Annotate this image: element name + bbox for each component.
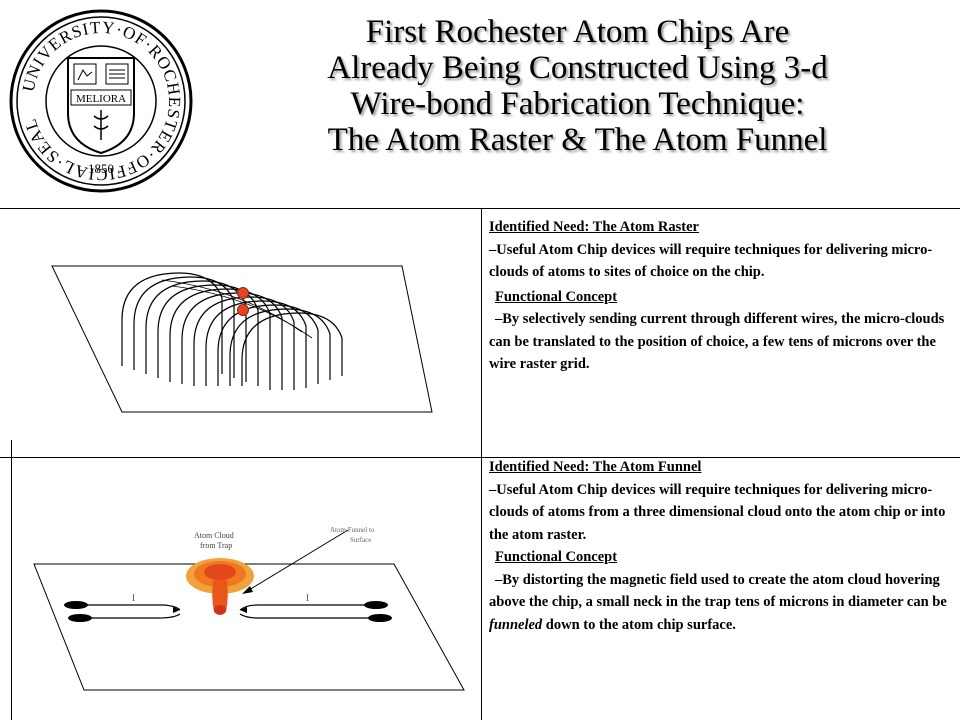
seal-motto: MELIORA bbox=[76, 93, 126, 105]
wire-end-right-top bbox=[364, 601, 388, 609]
university-seal-logo: UNIVERSITY·OF·ROCHESTER·OFFICIAL·SEAL ME… bbox=[9, 9, 193, 193]
raster-need-heading: Identified Need: The Atom Raster bbox=[489, 219, 699, 235]
atom-cloud-dot-2 bbox=[237, 304, 249, 316]
seal-year: 1850 bbox=[88, 161, 114, 176]
cloud-label-1: Atom Cloud bbox=[194, 531, 234, 540]
funnel-concept-text: –By distorting the magnetic field used t… bbox=[489, 569, 954, 637]
atom-raster-text: Identified Need: The Atom Raster –Useful… bbox=[489, 216, 954, 376]
wire-end-right-bottom bbox=[368, 614, 392, 622]
wire-end-left-bottom bbox=[68, 614, 92, 622]
raster-concept-text: –By selectively sending current through … bbox=[489, 311, 945, 372]
raster-concept-heading: Functional Concept bbox=[495, 288, 618, 305]
title-line-1: First Rochester Atom Chips Are bbox=[365, 14, 790, 50]
funnel-label-2: Surface bbox=[350, 536, 371, 544]
wire-end-left-top bbox=[64, 601, 88, 609]
funnel-concept-text-b: down to the atom chip surface. bbox=[542, 616, 736, 633]
table-top-border bbox=[0, 208, 960, 209]
current-label-left: I bbox=[132, 593, 135, 603]
funnel-need-heading: Identified Need: The Atom Funnel bbox=[489, 459, 702, 475]
atom-funnel-text: Identified Need: The Atom Funnel –Useful… bbox=[489, 456, 954, 636]
funnel-need-text: –Useful Atom Chip devices will require t… bbox=[489, 481, 946, 543]
table-middle-border bbox=[0, 457, 960, 458]
atom-raster-diagram bbox=[51, 265, 433, 413]
cloud-label-2: from Trap bbox=[200, 541, 232, 550]
atom-cloud-dot-1 bbox=[237, 287, 249, 299]
current-label-right: I bbox=[306, 593, 309, 603]
slide-title: First Rochester Atom Chips Are Already B… bbox=[205, 14, 950, 158]
table-column-divider bbox=[481, 208, 482, 720]
funnel-concept-heading: Functional Concept bbox=[495, 549, 618, 565]
atom-funnel-diagram: I I Atom Cloud from Trap Atom Funnel to … bbox=[33, 526, 465, 691]
raster-need-text: –Useful Atom Chip devices will require t… bbox=[489, 241, 933, 281]
funnel-concept-text-em: funneled bbox=[489, 616, 543, 633]
funnel-concept-text-a: –By distorting the magnetic field used t… bbox=[489, 571, 947, 611]
table-left-border bbox=[11, 440, 12, 720]
title-line-2: Already Being Constructed Using 3-d bbox=[327, 50, 828, 86]
atom-cloud-plume bbox=[186, 558, 254, 615]
title-line-3: Wire-bond Fabrication Technique: bbox=[350, 86, 805, 122]
funnel-label-1: Atom Funnel to bbox=[330, 526, 375, 534]
title-line-4: The Atom Raster & The Atom Funnel bbox=[327, 122, 828, 158]
